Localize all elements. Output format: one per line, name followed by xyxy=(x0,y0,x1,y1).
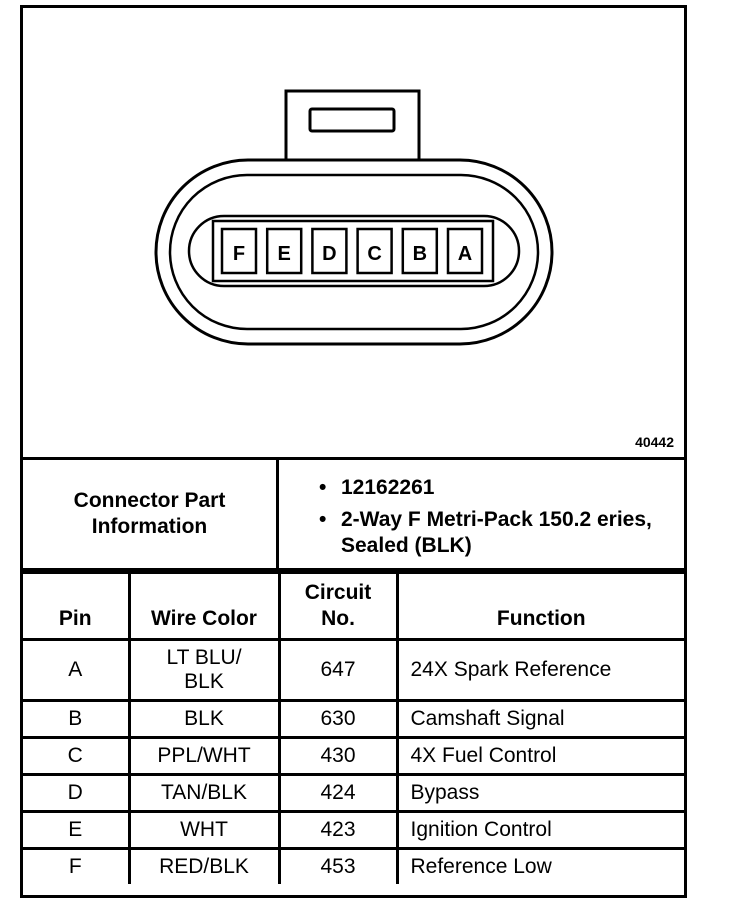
wire-color-cell: PPL/WHT xyxy=(127,736,281,776)
circuit-cell: 647 xyxy=(277,638,399,702)
header-circuit: Circuit No. xyxy=(277,571,399,641)
function-cell: 4X Fuel Control xyxy=(395,736,684,776)
pin-cell: E xyxy=(23,810,131,850)
part-info-label: Connector Part Information xyxy=(23,460,279,568)
pin-letter-e: E xyxy=(278,243,291,265)
lock-tab-slot xyxy=(308,107,396,133)
header-function: Function xyxy=(395,571,684,641)
pin-cell: D xyxy=(23,773,131,813)
header-wire-color: Wire Color xyxy=(127,571,281,641)
header-pin: Pin xyxy=(23,571,131,641)
pin-letter-d: D xyxy=(322,243,336,265)
pin-cavity-b xyxy=(401,227,439,275)
function-cell: 24X Spark Reference xyxy=(395,638,684,702)
connector-diagram-panel: F E D C B A 40442 xyxy=(23,8,684,460)
pin-cell: B xyxy=(23,699,131,739)
pin-block xyxy=(211,219,495,283)
wire-color-cell: TAN/BLK xyxy=(127,773,281,813)
pin-cavity-f xyxy=(220,227,258,275)
circuit-cell: 430 xyxy=(277,736,399,776)
part-info-item: • 12162261 xyxy=(319,476,435,499)
pin-cell: C xyxy=(23,736,131,776)
pin-cavity-e xyxy=(265,227,303,275)
wire-color-cell: RED/BLK xyxy=(127,847,281,884)
function-cell: Ignition Control xyxy=(395,810,684,850)
circuit-cell: 453 xyxy=(277,847,399,884)
circuit-cell: 630 xyxy=(277,699,399,739)
part-info-item: • 2-Way F Metri-Pack 150.2 eries, Sealed… xyxy=(319,508,652,557)
circuit-cell: 423 xyxy=(277,810,399,850)
pin-cavity-a xyxy=(446,227,484,275)
connector-part-info: Connector Part Information • 12162261 • … xyxy=(23,460,684,571)
figure-number: 40442 xyxy=(635,434,674,450)
function-cell: Reference Low xyxy=(395,847,684,884)
function-cell: Camshaft Signal xyxy=(395,699,684,739)
bullet-icon: • xyxy=(319,508,327,531)
pin-cell: A xyxy=(23,638,131,702)
bullet-icon: • xyxy=(319,476,327,499)
pin-letter-a: A xyxy=(458,243,472,265)
wire-color-cell: BLK xyxy=(127,699,281,739)
function-cell: Bypass xyxy=(395,773,684,813)
wire-color-cell: WHT xyxy=(127,810,281,850)
pin-cavity-c xyxy=(356,227,393,275)
wire-color-cell: LT BLU/ BLK xyxy=(127,638,281,702)
pin-cavity-d xyxy=(311,227,348,275)
pin-letter-c: C xyxy=(367,243,381,265)
part-info-list: • 12162261 • 2-Way F Metri-Pack 150.2 er… xyxy=(279,460,684,568)
pin-letter-b: B xyxy=(413,243,427,265)
pin-letter-f: F xyxy=(233,243,245,265)
circuit-cell: 424 xyxy=(277,773,399,813)
table-header-row: Pin Wire Color Circuit No. Function xyxy=(23,571,684,641)
pin-cell: F xyxy=(23,847,131,884)
